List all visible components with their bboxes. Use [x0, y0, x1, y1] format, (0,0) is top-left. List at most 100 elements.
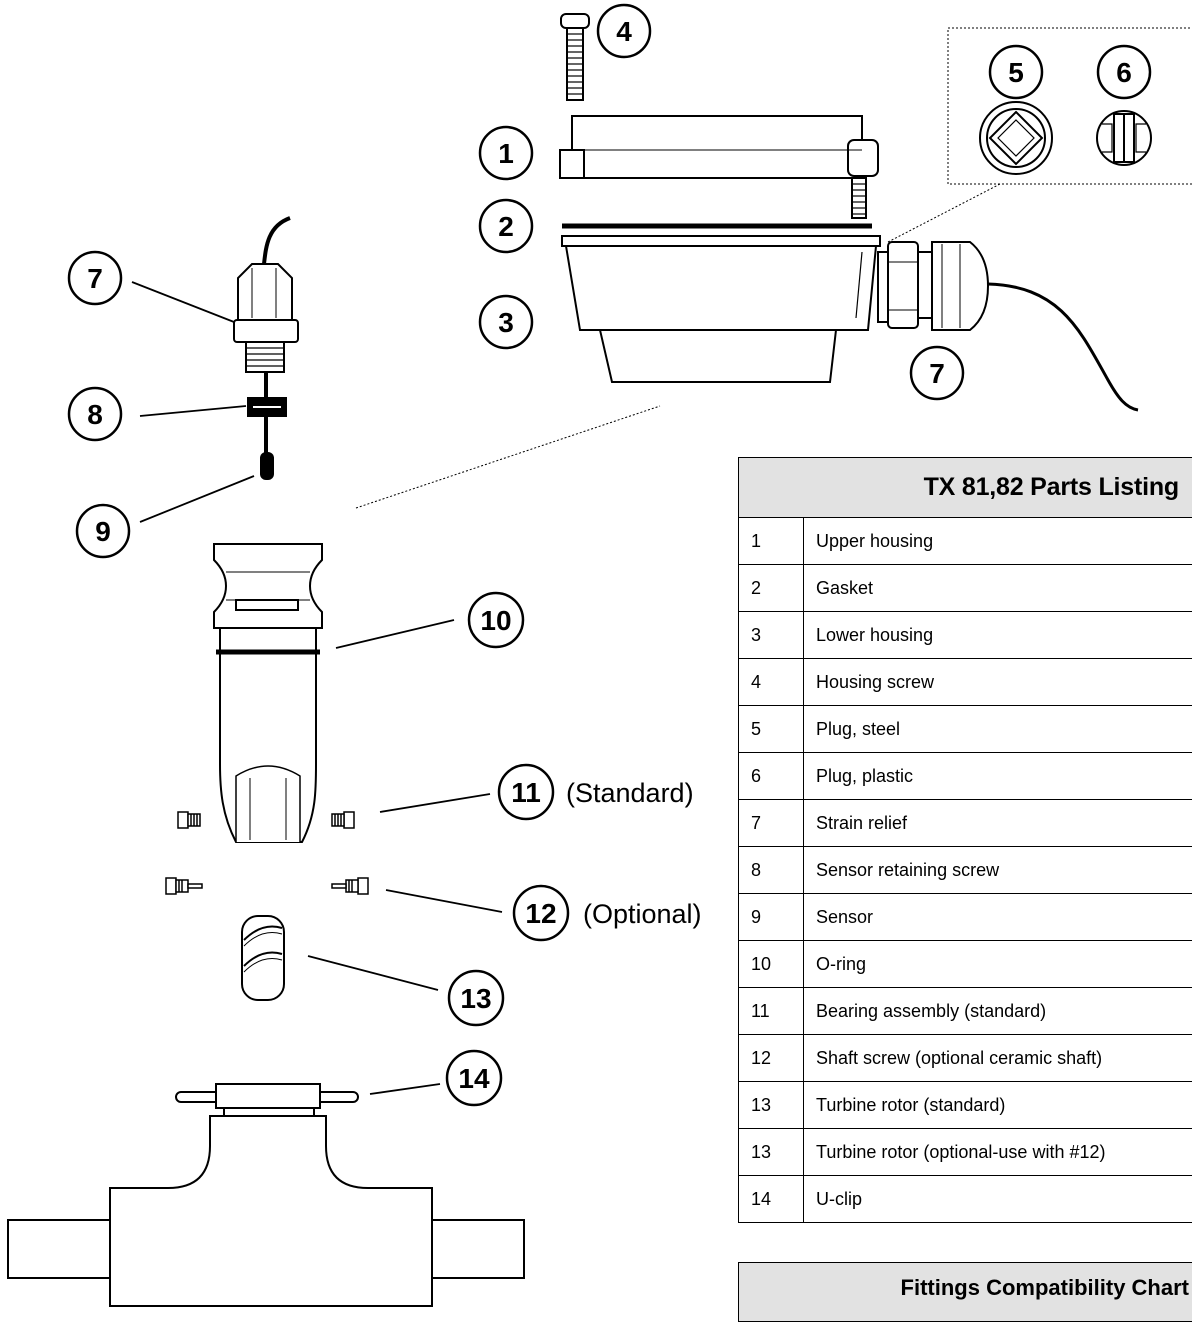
svg-text:5: 5 [1008, 57, 1024, 88]
callout-1: 1 [480, 127, 532, 179]
optional-tag: (Optional) [583, 899, 702, 929]
strain-relief-sensor [234, 264, 298, 372]
svg-text:4: 4 [616, 16, 632, 47]
svg-text:7: 7 [87, 263, 103, 294]
svg-text:2: 2 [498, 211, 514, 242]
callout-12: 12 [514, 886, 568, 940]
part-number: 13 [739, 1129, 804, 1176]
part-number: 6 [739, 753, 804, 800]
part-description: Lower housing [804, 612, 1192, 659]
fittings-chart-title: Fittings Compatibility Chart [738, 1262, 1192, 1322]
svg-text:7: 7 [929, 358, 945, 389]
part-description: Turbine rotor (optional-use with #12) [804, 1129, 1192, 1176]
callout-3: 3 [480, 296, 532, 348]
part-description: O-ring [804, 941, 1192, 988]
part-description: Shaft screw (optional ceramic shaft) [804, 1035, 1192, 1082]
callout-9: 9 [77, 505, 129, 557]
svg-text:11: 11 [511, 777, 541, 808]
svg-text:9: 9 [95, 516, 111, 547]
housing-screw [561, 14, 589, 100]
part-number: 10 [739, 941, 804, 988]
part-number: 5 [739, 706, 804, 753]
cable-side [988, 284, 1138, 410]
tee-pipe [8, 1116, 524, 1306]
callout-4: 4 [598, 5, 650, 57]
part-number: 2 [739, 565, 804, 612]
inset-leader [888, 184, 1000, 242]
standard-tag: (Standard) [566, 778, 694, 808]
plug-inset-box [948, 28, 1192, 184]
part-description: Plug, plastic [804, 753, 1192, 800]
sensor [260, 452, 274, 480]
part-number: 3 [739, 612, 804, 659]
callout-5: 5 [990, 46, 1042, 98]
callout-10: 10 [469, 593, 523, 647]
part-description: Gasket [804, 565, 1192, 612]
svg-text:1: 1 [498, 138, 514, 169]
part-description: Strain relief [804, 800, 1192, 847]
part-number: 1 [739, 518, 804, 565]
bearing-screw-left [178, 812, 200, 828]
svg-text:13: 13 [460, 983, 491, 1014]
svg-text:10: 10 [480, 605, 511, 636]
callout-7-sensor: 7 [69, 252, 121, 304]
bearing-screw-right [332, 812, 354, 828]
part-number: 11 [739, 988, 804, 1035]
part-description: Upper housing [804, 518, 1192, 565]
assembly-leader [356, 406, 660, 508]
part-description: Plug, steel [804, 706, 1192, 753]
part-description: Sensor [804, 894, 1192, 941]
steel-plug [980, 102, 1052, 174]
svg-text:14: 14 [458, 1063, 490, 1094]
svg-text:3: 3 [498, 307, 514, 338]
sensor-retaining-screw [248, 398, 286, 416]
svg-text:6: 6 [1116, 57, 1132, 88]
part-number: 4 [739, 659, 804, 706]
callout-13: 13 [449, 971, 503, 1025]
lower-housing [562, 236, 880, 382]
callout-7-side: 7 [911, 347, 963, 399]
part-number: 13 [739, 1082, 804, 1129]
part-number: 7 [739, 800, 804, 847]
part-description: Sensor retaining screw [804, 847, 1192, 894]
u-clip [176, 1084, 358, 1116]
part-description: Bearing assembly (standard) [804, 988, 1192, 1035]
strain-relief-side [878, 242, 988, 330]
plastic-plug [1097, 111, 1151, 165]
sensor-cable [264, 218, 290, 264]
part-description: Turbine rotor (standard) [804, 1082, 1192, 1129]
part-number: 12 [739, 1035, 804, 1082]
part-description: Housing screw [804, 659, 1192, 706]
svg-text:8: 8 [87, 399, 103, 430]
callout-6: 6 [1098, 46, 1150, 98]
shaft-screw-right [332, 878, 368, 894]
parts-table-title: TX 81,82 Parts Listing [739, 458, 1192, 518]
upper-housing [560, 116, 878, 218]
part-description: U-clip [804, 1176, 1192, 1223]
callout-8: 8 [69, 388, 121, 440]
turbine-rotor [242, 916, 284, 1000]
svg-text:12: 12 [525, 898, 556, 929]
flow-insert [214, 544, 322, 842]
part-number: 14 [739, 1176, 804, 1223]
shaft-screw-left [166, 878, 202, 894]
part-number: 9 [739, 894, 804, 941]
part-number: 8 [739, 847, 804, 894]
callout-11: 11 [499, 765, 553, 819]
